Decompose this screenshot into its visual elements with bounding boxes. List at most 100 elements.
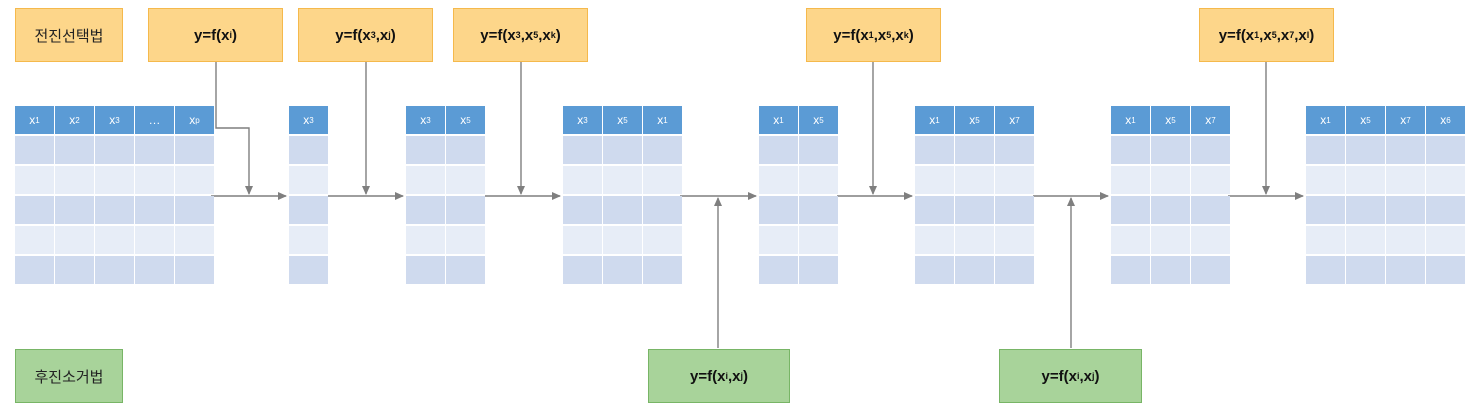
table-cell [995, 256, 1034, 284]
f1-connector [215, 62, 253, 195]
table-cell [643, 196, 682, 224]
table-header-cell: … [135, 106, 174, 134]
table-cell [135, 166, 174, 194]
table-cell [1111, 166, 1150, 194]
table-cell [135, 256, 174, 284]
table-cell [759, 136, 798, 164]
table-cell [915, 136, 954, 164]
table-cell [1111, 196, 1150, 224]
table-cell [175, 166, 214, 194]
table-cell [799, 166, 838, 194]
table-cell [1426, 196, 1465, 224]
table-cell [55, 196, 94, 224]
table-cell [289, 196, 328, 224]
table-cell [1386, 136, 1425, 164]
table-cell [603, 196, 642, 224]
table-cell [1111, 136, 1150, 164]
table-cell [1306, 256, 1345, 284]
table-cell [1346, 226, 1385, 254]
table-cell [563, 226, 602, 254]
table-cell [759, 166, 798, 194]
table-cell [446, 136, 485, 164]
table-cell [1191, 226, 1230, 254]
table-cell [135, 196, 174, 224]
table-cell [175, 136, 214, 164]
table-cell [1346, 136, 1385, 164]
forward-selection-label: 전진선택법 [15, 8, 123, 62]
table-cell [643, 136, 682, 164]
table-cell [603, 166, 642, 194]
table-cell [1426, 136, 1465, 164]
table-cell [799, 196, 838, 224]
table-cell [15, 226, 54, 254]
table-cell [1346, 256, 1385, 284]
table-cell [603, 136, 642, 164]
table-cell [995, 136, 1034, 164]
table-cell [95, 256, 134, 284]
table-cell [1426, 166, 1465, 194]
table-cell [1386, 196, 1425, 224]
table-cell [563, 196, 602, 224]
table-cell [1346, 166, 1385, 194]
table-cell [1426, 256, 1465, 284]
table-cell [1306, 136, 1345, 164]
table-cell [55, 256, 94, 284]
table-cell [95, 136, 134, 164]
table-cell [15, 256, 54, 284]
table-cell [955, 256, 994, 284]
table-cell [759, 196, 798, 224]
table-cell [1386, 166, 1425, 194]
table-cell [995, 196, 1034, 224]
table-cell [55, 136, 94, 164]
table-cell [446, 196, 485, 224]
table-cell [1386, 256, 1425, 284]
table-cell [915, 256, 954, 284]
table-cell [1111, 256, 1150, 284]
table-cell [759, 256, 798, 284]
table-cell [1111, 226, 1150, 254]
table-cell [55, 226, 94, 254]
table-cell [406, 226, 445, 254]
table-cell [915, 166, 954, 194]
table-cell [55, 166, 94, 194]
table-cell [1191, 136, 1230, 164]
table-cell [15, 196, 54, 224]
table-cell [563, 256, 602, 284]
table-cell [915, 226, 954, 254]
table-cell [95, 196, 134, 224]
table-cell [175, 226, 214, 254]
table-cell [955, 226, 994, 254]
table-cell [799, 226, 838, 254]
table-cell [406, 136, 445, 164]
table-cell [643, 256, 682, 284]
table-cell [289, 256, 328, 284]
table-cell [1151, 256, 1190, 284]
table-cell [799, 136, 838, 164]
table-cell [15, 136, 54, 164]
table-cell [1306, 196, 1345, 224]
table-cell [955, 136, 994, 164]
table-cell [603, 256, 642, 284]
